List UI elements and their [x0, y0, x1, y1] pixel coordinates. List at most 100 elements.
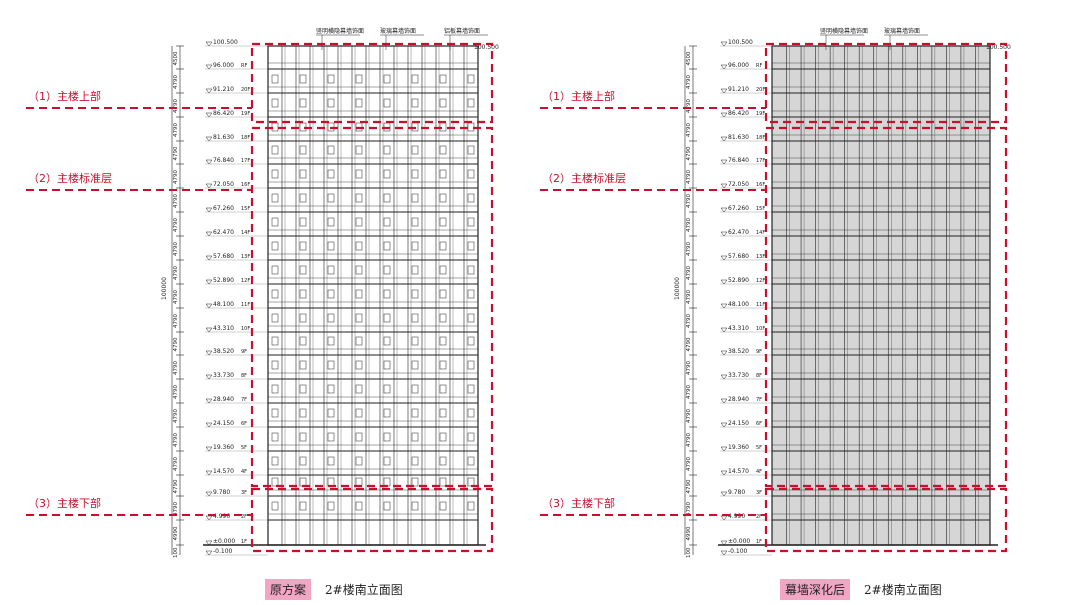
level-marker — [205, 422, 213, 428]
caption-deepened: 幕墙深化后 2#楼南立面图 — [780, 578, 942, 600]
floor-dim-label: 4790 — [686, 361, 692, 375]
window-mark — [299, 145, 307, 155]
level-marker — [720, 41, 728, 47]
window-mark — [355, 241, 363, 251]
elevation-value: 38.520 — [728, 348, 749, 355]
floor-dim-label: 4790 — [686, 385, 692, 399]
floor-dim-label: 4790 — [686, 242, 692, 256]
window-mark — [383, 384, 391, 394]
window-mark — [299, 501, 307, 511]
window-mark — [299, 360, 307, 370]
window-mark — [355, 193, 363, 203]
window-mark — [299, 98, 307, 108]
window-mark — [411, 241, 419, 251]
floor-dim-label: 4990 — [686, 526, 692, 540]
window-mark — [327, 313, 335, 323]
elevation-value: 9.780 — [213, 489, 230, 496]
floor-name: 7F — [241, 397, 247, 403]
panel-original: 1000004500479047904790479047904790479047… — [161, 27, 499, 558]
level-marker — [720, 207, 728, 213]
level-marker — [205, 540, 213, 546]
level-marker — [205, 350, 213, 356]
floor-dim-label: 4790 — [173, 479, 179, 493]
panel-deepened: 1000004500479047904790479047904790479047… — [674, 27, 1011, 558]
window-mark — [439, 193, 447, 203]
floor-dim-label: 4790 — [173, 146, 179, 160]
window-mark — [383, 74, 391, 84]
floor-dim-label: 4790 — [173, 99, 179, 113]
elevation-value: 62.470 — [728, 229, 749, 236]
elevation-value: 67.260 — [728, 205, 749, 212]
floor-dim-label: 4790 — [173, 337, 179, 351]
floor-name: 5F — [756, 445, 762, 451]
floor-name: 10F — [756, 326, 765, 332]
level-marker — [205, 159, 213, 165]
roof-elevation: 100.500 — [986, 44, 1011, 51]
level-marker — [205, 255, 213, 261]
window-mark — [355, 456, 363, 466]
window-mark — [327, 477, 335, 487]
level-marker — [205, 88, 213, 94]
elevation-value: 81.630 — [213, 134, 234, 141]
floor-dim-label: 4790 — [686, 457, 692, 471]
floor-name: 15F — [756, 206, 765, 212]
level-marker — [720, 491, 728, 497]
window-mark — [467, 289, 475, 299]
window-mark — [271, 98, 279, 108]
floor-name: 17F — [241, 158, 250, 164]
level-marker — [205, 64, 213, 70]
elevation-value: 81.630 — [728, 134, 749, 141]
window-mark — [299, 432, 307, 442]
window-mark — [355, 289, 363, 299]
facade-shading — [772, 46, 990, 545]
window-mark — [439, 384, 447, 394]
window-mark — [383, 217, 391, 227]
window-mark — [355, 501, 363, 511]
window-mark — [355, 384, 363, 394]
window-mark — [327, 384, 335, 394]
elevation-value: 28.940 — [728, 396, 749, 403]
elevation-value: 57.680 — [728, 253, 749, 260]
window-mark — [271, 501, 279, 511]
window-mark — [411, 477, 419, 487]
window-mark — [271, 384, 279, 394]
floor-name: 4F — [241, 469, 247, 475]
elevation-value: 86.420 — [213, 110, 234, 117]
floor-name: 18F — [756, 135, 765, 141]
level-marker — [720, 112, 728, 118]
window-mark — [327, 289, 335, 299]
level-marker — [205, 446, 213, 452]
floor-dim-label: 4790 — [173, 290, 179, 304]
window-mark — [299, 384, 307, 394]
window-mark — [383, 241, 391, 251]
window-mark — [383, 501, 391, 511]
window-mark — [383, 145, 391, 155]
top-note: 竖明横隐幕墙饰面 — [820, 27, 868, 35]
elevation-value: 38.520 — [213, 348, 234, 355]
window-mark — [355, 313, 363, 323]
window-mark — [355, 145, 363, 155]
window-mark — [271, 241, 279, 251]
elevation-value: 24.150 — [728, 420, 749, 427]
window-mark — [439, 501, 447, 511]
elevation-value: 14.570 — [213, 468, 234, 475]
window-mark — [411, 289, 419, 299]
floor-dim-label: 4790 — [686, 266, 692, 280]
floor-dim-label: 4790 — [173, 409, 179, 423]
facade-outline — [267, 45, 479, 546]
floor-name: 2F — [241, 514, 247, 520]
elevation-value: 9.780 — [728, 489, 745, 496]
level-marker — [205, 41, 213, 47]
window-mark — [327, 360, 335, 370]
level-marker — [720, 470, 728, 476]
floor-dim-label: 4790 — [686, 290, 692, 304]
window-mark — [411, 360, 419, 370]
floor-name: 11F — [756, 302, 765, 308]
elevation-value: ±0.000 — [728, 538, 750, 545]
level-marker — [720, 159, 728, 165]
window-mark — [411, 408, 419, 418]
floor-name: RF — [756, 63, 762, 69]
level-marker — [205, 470, 213, 476]
zone-box-standard — [764, 126, 1008, 488]
floor-name: 14F — [241, 230, 250, 236]
